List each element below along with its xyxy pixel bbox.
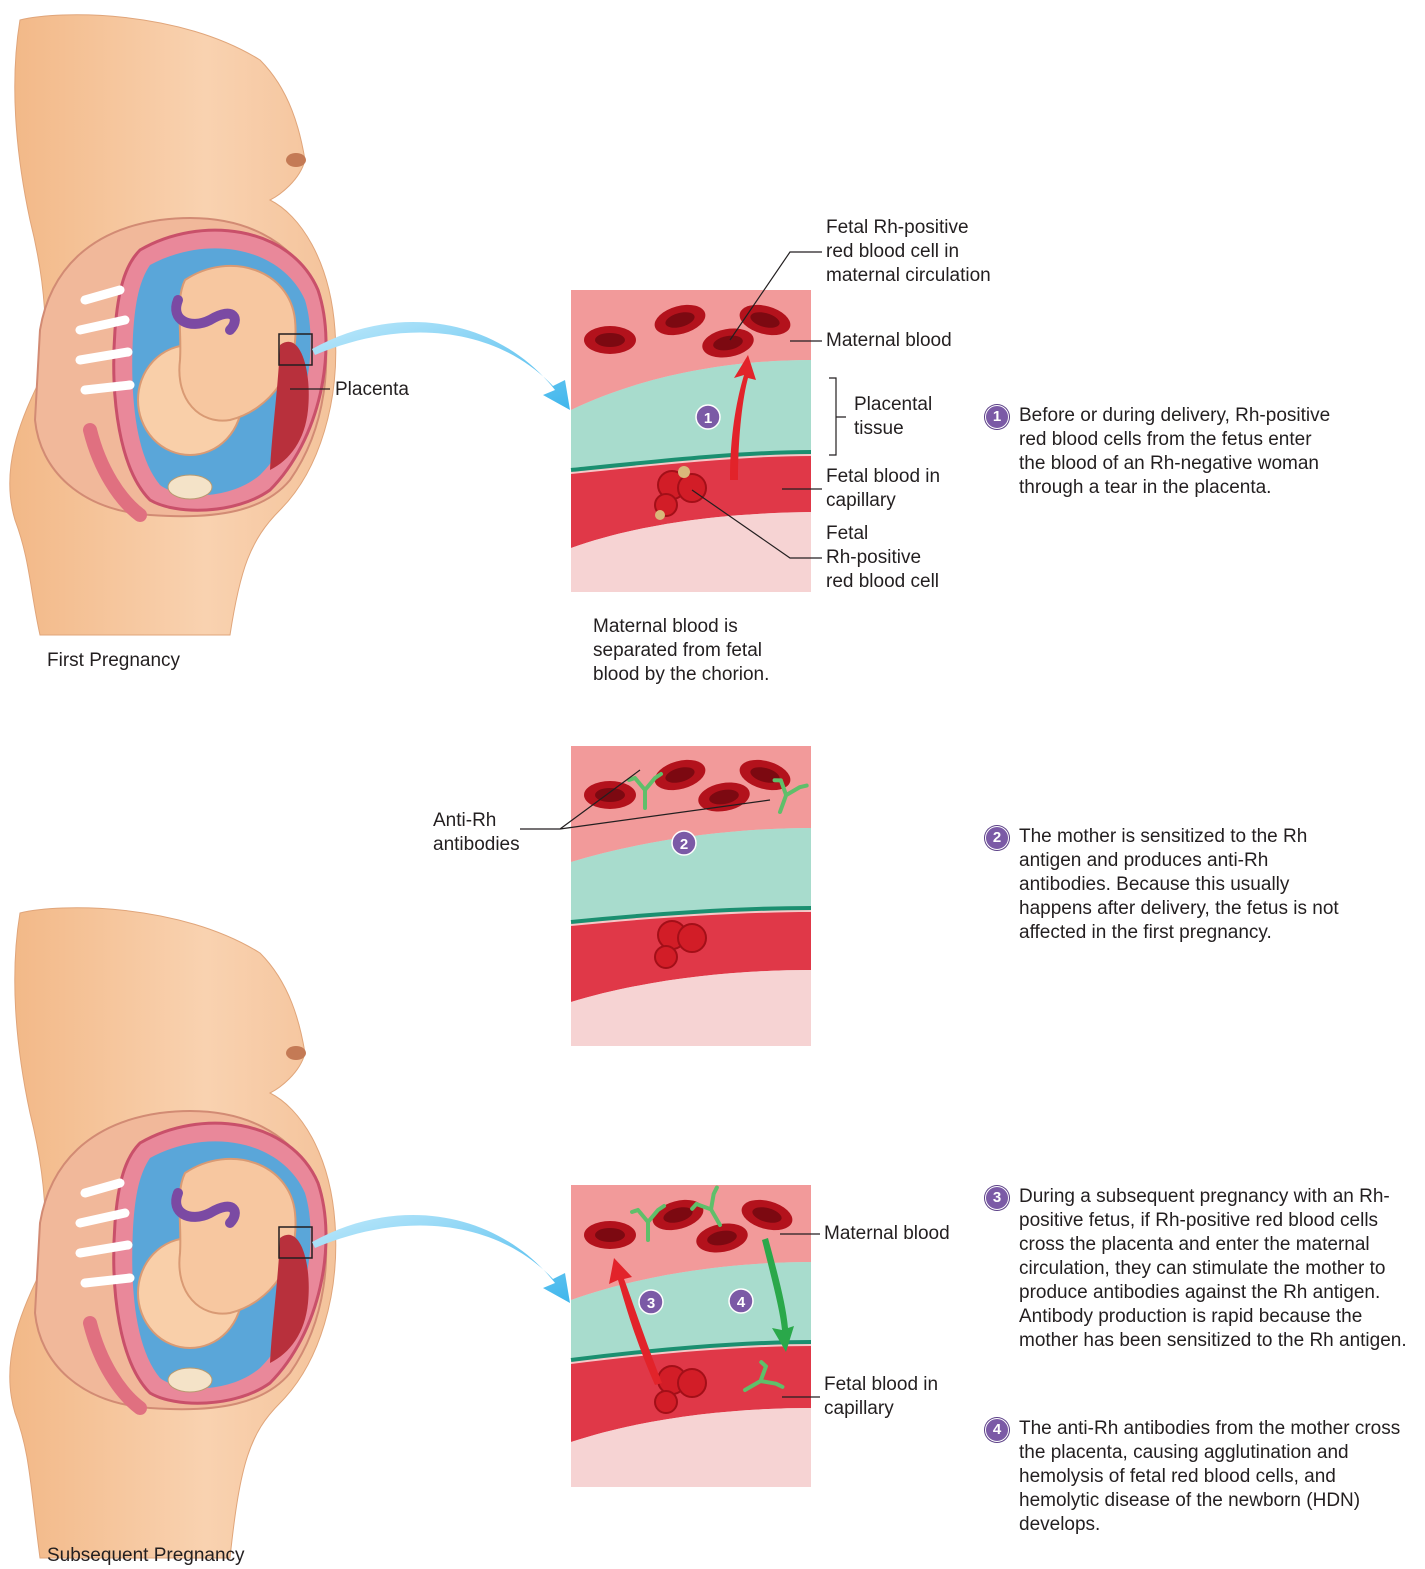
label-maternal-blood-3: Maternal blood (824, 1222, 950, 1246)
label-line: capillary (824, 1397, 938, 1421)
placenta-label: Placenta (335, 378, 409, 402)
label-line: Rh-positive (826, 546, 939, 570)
label-anti-rh-antibodies: Anti-Rh antibodies (433, 809, 520, 857)
panel-1-caption: Maternal blood is separated from fetal b… (593, 615, 769, 687)
caption-line: Maternal blood is (593, 615, 769, 639)
badge-4-number: 4 (737, 1294, 746, 1311)
caption-line: blood by the chorion. (593, 663, 769, 687)
badge-2-number: 2 (680, 836, 688, 853)
first-pregnancy-body-illustration (10, 15, 336, 635)
bladder (168, 475, 212, 499)
label-line: antibodies (433, 833, 520, 857)
panel-1-blood-interface: 1 (571, 290, 811, 592)
label-fetal-blood-capillary-3: Fetal blood in capillary (824, 1373, 938, 1421)
label-line: maternal circulation (826, 264, 991, 288)
label-fetal-rbc-maternal: Fetal Rh-positive red blood cell in mate… (826, 216, 991, 288)
label-line: red blood cell in (826, 240, 991, 264)
zoom-arrow-subsequent (312, 1215, 570, 1303)
label-line: capillary (826, 489, 940, 513)
step-3-text: During a subsequent pregnancy with an Rh… (1019, 1185, 1411, 1353)
step-1-badge: 1 (985, 405, 1009, 429)
label-line: Anti-Rh (433, 809, 520, 833)
label-line: Fetal Rh-positive (826, 216, 991, 240)
caption-line: separated from fetal (593, 639, 769, 663)
label-maternal-blood: Maternal blood (826, 329, 952, 353)
label-fetal-blood-capillary: Fetal blood in capillary (826, 465, 940, 513)
label-line: tissue (854, 417, 932, 441)
step-4-text: The anti-Rh antibodies from the mother c… (1019, 1417, 1411, 1537)
panel-3-subsequent-interface: 3 4 (571, 1185, 811, 1487)
subsequent-pregnancy-body-illustration (10, 908, 336, 1558)
bracket-placental-tissue (829, 378, 846, 455)
label-line: Fetal blood in (824, 1373, 938, 1397)
subsequent-pregnancy-caption: Subsequent Pregnancy (47, 1544, 245, 1568)
label-line: red blood cell (826, 570, 939, 594)
panel-2-sensitization: 2 (571, 746, 811, 1046)
step-2-text: The mother is sensitized to the Rh antig… (1019, 825, 1349, 945)
label-fetal-rbc: Fetal Rh-positive red blood cell (826, 522, 939, 594)
label-line: Fetal blood in (826, 465, 940, 489)
nipple (286, 153, 306, 167)
step-4-badge: 4 (985, 1418, 1009, 1442)
label-line: Fetal (826, 522, 939, 546)
label-placental-tissue: Placental tissue (854, 393, 932, 441)
label-line: Placental (854, 393, 932, 417)
step-3-badge: 3 (985, 1186, 1009, 1210)
step-2-badge: 2 (985, 826, 1009, 850)
first-pregnancy-caption: First Pregnancy (47, 649, 180, 673)
step-1-text: Before or during delivery, Rh-positive r… (1019, 404, 1339, 500)
badge-1-number: 1 (704, 410, 712, 427)
badge-3-number: 3 (647, 1295, 655, 1312)
